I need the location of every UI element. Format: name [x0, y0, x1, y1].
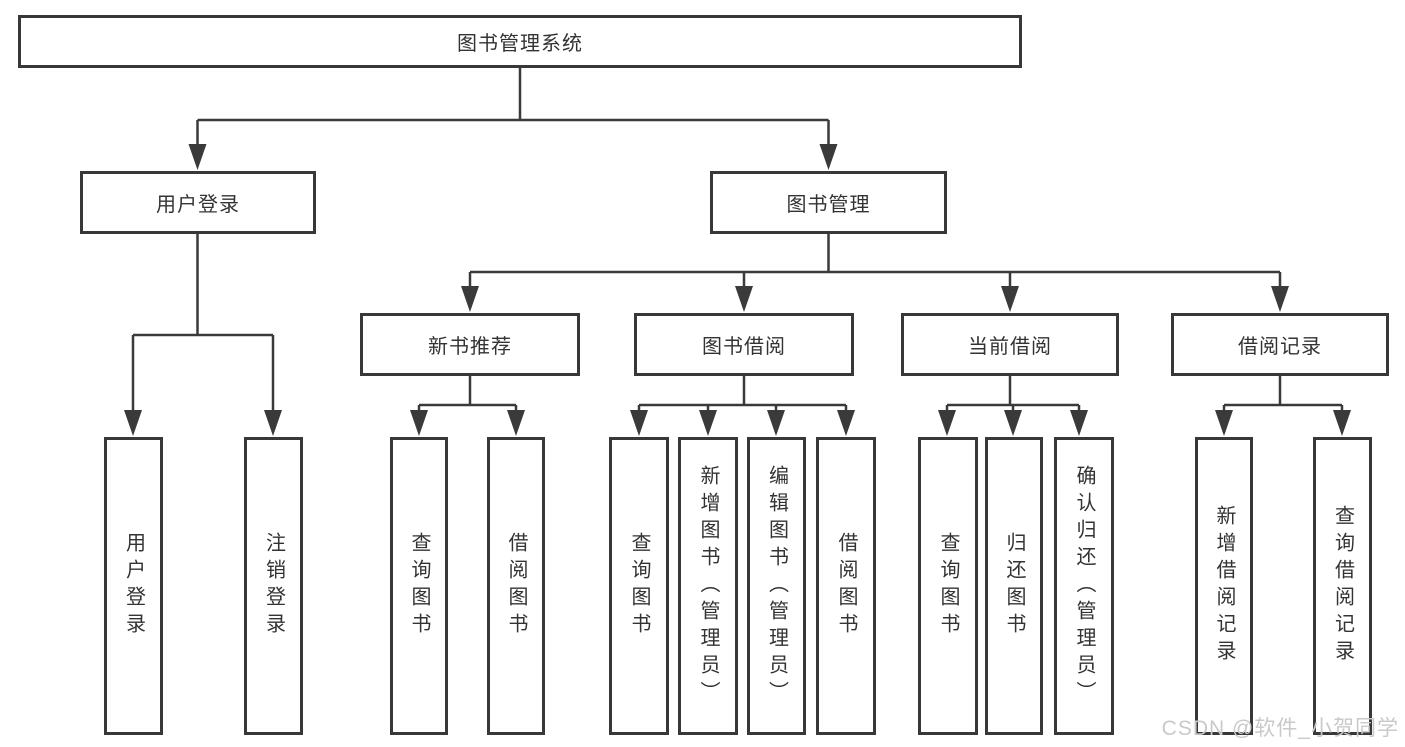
arrowhead: [1001, 286, 1019, 312]
leaf-borrowing-query-books: 查询图书: [609, 437, 669, 735]
node-book-management: 图书管理: [710, 171, 947, 234]
leaf-newbook-query-books: 查询图书: [390, 437, 448, 735]
node-label: 查询图书: [628, 532, 650, 640]
node-label: 确认归还（管理员）: [1073, 464, 1095, 708]
node-label: 归还图书: [1003, 532, 1025, 640]
arrowhead: [124, 410, 142, 436]
node-label: 编辑图书（管理员）: [765, 464, 788, 708]
arrowhead: [630, 410, 648, 436]
arrowhead: [188, 144, 207, 170]
node-label: 借阅图书: [835, 532, 857, 640]
leaf-logout: 注销登录: [244, 437, 303, 735]
leaf-records-query-borrow-record: 查询借阅记录: [1313, 437, 1372, 735]
arrowhead: [837, 410, 855, 436]
node-label: 查询图书: [408, 532, 430, 640]
node-label: 新书推荐: [428, 336, 512, 358]
arrowhead: [1271, 286, 1289, 312]
leaf-borrowing-borrow-books: 借阅图书: [816, 437, 876, 735]
connector-root-to-level2: [196, 68, 830, 166]
arrowhead: [819, 144, 838, 170]
arrowhead: [507, 410, 525, 436]
connector-bookmgmt-to-level3: [468, 234, 1282, 308]
leaf-newbook-borrow-books: 借阅图书: [487, 437, 545, 735]
arrowhead: [1333, 410, 1351, 436]
leaf-borrowing-add-books-admin: 新增图书（管理员）: [678, 437, 738, 735]
arrowhead: [735, 286, 753, 312]
node-label: 图书管理: [786, 194, 871, 216]
arrowhead: [767, 410, 785, 436]
connector-borrow-to-leaves: [637, 376, 848, 432]
arrowhead: [410, 410, 428, 436]
node-label: 图书借阅: [702, 336, 786, 358]
connector-records-to-leaves: [1222, 376, 1344, 432]
connector-login-to-leaves: [131, 234, 275, 432]
leaf-user-login: 用户登录: [104, 437, 163, 735]
csdn-watermark: CSDN @软件_小贺同学: [1161, 717, 1399, 740]
node-label: 查询借阅记录: [1331, 505, 1354, 667]
node-label: 查询图书: [937, 532, 959, 640]
arrowhead: [1070, 410, 1088, 436]
node-label: 新增图书（管理员）: [697, 464, 719, 708]
arrowhead: [1215, 410, 1233, 436]
arrowhead: [264, 410, 282, 436]
arrowhead: [461, 286, 479, 312]
connector-newbook-to-leaves: [417, 376, 518, 432]
arrowhead: [1004, 410, 1022, 436]
node-user-login-group: 用户登录: [80, 171, 316, 234]
node-label: 当前借阅: [968, 336, 1052, 358]
leaf-current-return-books: 归还图书: [985, 437, 1043, 735]
node-new-book-recommendation: 新书推荐: [360, 313, 580, 376]
leaf-current-confirm-return-admin: 确认归还（管理员）: [1054, 437, 1114, 735]
node-book-borrowing: 图书借阅: [634, 313, 854, 376]
leaf-borrowing-edit-books-admin: 编辑图书（管理员）: [747, 437, 806, 735]
node-current-borrowing: 当前借阅: [901, 313, 1119, 376]
connector-current-to-leaves: [945, 376, 1081, 432]
node-label: 注销登录: [262, 532, 285, 640]
arrowhead: [938, 410, 956, 436]
node-label: 图书管理系统: [457, 33, 583, 55]
node-label: 用户登录: [122, 532, 145, 640]
leaf-current-query-books: 查询图书: [918, 437, 978, 735]
node-label: 借阅图书: [505, 532, 527, 640]
node-label: 新增借阅记录: [1213, 505, 1235, 667]
node-label: 用户登录: [156, 194, 240, 216]
node-label: 借阅记录: [1238, 336, 1322, 358]
node-borrowing-records: 借阅记录: [1171, 313, 1389, 376]
node-library-system-root: 图书管理系统: [18, 15, 1022, 68]
arrowhead: [699, 410, 717, 436]
leaf-records-add-borrow-record: 新增借阅记录: [1195, 437, 1253, 735]
